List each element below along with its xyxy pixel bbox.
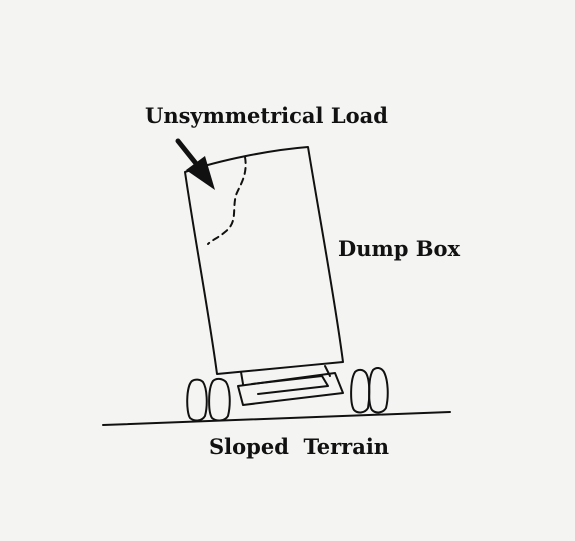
sloped-ground-line bbox=[102, 411, 451, 426]
unsymmetrical-load-label: Unsymmetrical Load bbox=[145, 103, 388, 128]
left-wheel-inner bbox=[208, 377, 231, 422]
truck-chassis-inner bbox=[251, 375, 329, 395]
box-support-left bbox=[240, 371, 244, 385]
load-arrow-icon bbox=[175, 138, 215, 190]
left-wheel-outer bbox=[186, 378, 208, 422]
dump-box-outline bbox=[184, 146, 344, 375]
load-dashed-outline bbox=[207, 156, 247, 245]
truck-chassis bbox=[237, 372, 344, 406]
dump-box-label: Dump Box bbox=[338, 236, 460, 261]
sloped-terrain-label: Sloped Terrain bbox=[209, 434, 390, 459]
right-wheel-inner bbox=[368, 366, 389, 414]
right-wheel-outer bbox=[350, 368, 371, 414]
